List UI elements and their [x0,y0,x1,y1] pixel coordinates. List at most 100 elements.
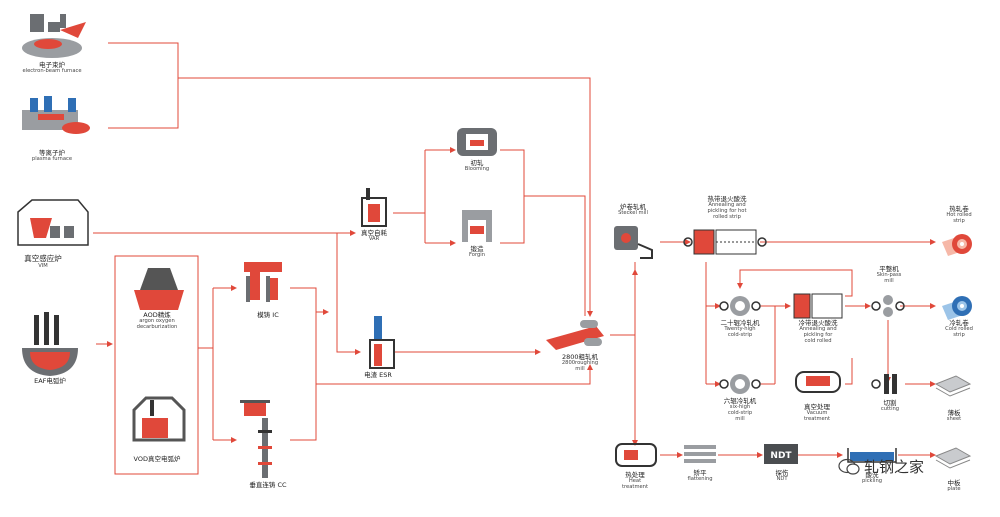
ingot-casting-icon [244,262,282,302]
electron-beam-en: electron-beam furnace [22,68,82,75]
heat-en1: Heat [628,478,642,485]
label-pickling: 酸洗 pickling [852,471,892,485]
plasma-zh: 等离子炉 [39,149,65,157]
anneal-cold-en1: Annealing and [799,326,837,333]
ndt-zh: 探伤 [775,469,789,477]
continuous-casting-icon [240,400,272,478]
flow-lines [93,42,936,475]
aod-en2: decarburization [136,324,178,331]
var-furnace-icon [361,188,387,227]
skin-pass-zh: 平整机 [879,265,899,273]
plate-zh: 中板 [947,479,961,487]
label-vacuum: 真空处理 Vacuum treatment [790,403,844,423]
label-roughing: 2800粗轧机 2800roughing mill [552,353,608,373]
vacuum-zh: 真空处理 [804,403,830,411]
label-cold-coil: 冷轧卷 Cold rolled strip [932,319,986,339]
eaf-zh: EAF电弧炉 [34,377,66,385]
label-aod: AOD精炼 argon oxygen decarburization [125,311,189,331]
label-ndt: 探伤 NDT [762,469,802,483]
cutting-zh: 切割 [883,399,897,407]
twenty-high-zh: 二十辊冷轧机 [720,319,760,327]
ndt-box-icon: NDT [764,444,798,464]
cold-coil-en2: strip [953,332,965,339]
cold-coil-icon [942,296,972,320]
anneal-cold-zh: 冷带退火酸洗 [798,319,838,327]
label-cutting: 切割 cutting [868,399,912,413]
steckel-zh: 炉卷轧机 [620,203,646,211]
anneal-cold-en3: cold rolled [804,338,832,345]
cutting-en: cutting [880,406,900,413]
vim-en: VIM [38,262,48,269]
steckel-mill-icon [614,226,653,259]
six-high-en2: cold-strip [727,410,753,417]
eaf-furnace-icon [22,312,78,376]
electron-beam-furnace-icon [22,14,86,58]
label-eaf: EAF电弧炉 [25,377,75,385]
label-six-high: 六辊冷轧机 six-high cold-strip mill [712,397,768,423]
cutting-icon [871,374,897,394]
roughing-en2: mill [575,366,585,373]
label-heat: 热处理 Heat treatment [612,471,658,491]
blooming-zh: 初轧 [470,159,484,167]
forging-en: Forgin [468,252,486,259]
six-high-mill-icon [719,374,761,394]
label-anneal-cold: 冷带退火酸洗 Annealing and pickling for cold r… [788,319,848,345]
anneal-hot-en1: Annealing and [708,202,746,209]
six-high-zh: 六辊冷轧机 [723,397,757,405]
label-blooming: 初轧 Blooming [455,159,499,173]
pickling-zh: 酸洗 [865,471,879,479]
anneal-hot-line-icon [683,229,767,255]
ingot-zh: 模铸 IC [257,311,279,319]
anneal-cold-en2: pickling for [803,332,833,339]
vacuum-en1: Vacuum [806,410,828,417]
wechat-icon [838,458,860,475]
pickling-en: pickling [861,478,883,485]
ndt-en: NDT [776,476,788,483]
hot-coil-zh: 热轧卷 [949,205,969,213]
label-plasma: 等离子炉 plasma furnace [22,149,82,163]
twenty-high-mill-icon [719,296,761,316]
forging-zh: 锻造 [470,245,484,253]
heat-zh: 热处理 [625,471,645,479]
steckel-en: Steckel mill [618,210,648,217]
label-forging: 锻造 Forgin [455,245,499,259]
label-vod: VOD真空电弧炉 [122,455,192,463]
vod-vessel-icon [132,396,186,442]
anneal-hot-en2: pickling for hot [707,208,747,215]
aod-en1: argon oxygen [139,318,175,325]
vacuum-treatment-icon [795,371,841,393]
heat-en2: treatment [621,484,649,491]
var-zh: 真空自耗 [361,229,387,237]
hot-coil-icon [942,234,972,256]
roughing-en1: 2800roughing [561,360,599,367]
label-plate: 中板 plate [934,479,974,493]
label-esr: 电渣 ESR [356,371,400,379]
hot-coil-en2: strip [953,218,965,225]
plasma-en: plasma furnace [31,156,73,163]
six-high-en1: six-high [729,404,751,411]
skin-pass-en1: Skin-pass [876,272,902,279]
flattening-en: flattening [687,476,713,483]
sheet-stack-icon [934,375,972,397]
forging-press-icon [462,210,492,242]
var-en: VAR [368,236,380,243]
sheet-en: sheet [946,416,962,423]
flattening-icon [684,445,716,463]
vod-zh: VOD真空电弧炉 [133,455,181,463]
plate-stack-icon [934,447,972,469]
label-anneal-hot: 热带退火酸洗 Annealing and pickling for hot ro… [692,195,762,221]
six-high-en3: mill [735,416,745,423]
plate-en: plate [947,486,961,493]
blooming-mill-icon [457,128,497,156]
twenty-high-en1: Twenty-high [724,326,756,333]
aod-zh: AOD精炼 [143,311,171,319]
label-vim: 真空感应炉 VIM [18,254,68,270]
label-steckel: 炉卷轧机 Steckel mill [606,203,660,217]
anneal-hot-en3: rolled strip [713,214,741,221]
esr-furnace-icon [369,316,395,369]
flattening-zh: 矫平 [693,469,707,477]
electron-beam-zh: 电子束炉 [39,61,65,69]
label-ingot: 模铸 IC [246,311,290,319]
